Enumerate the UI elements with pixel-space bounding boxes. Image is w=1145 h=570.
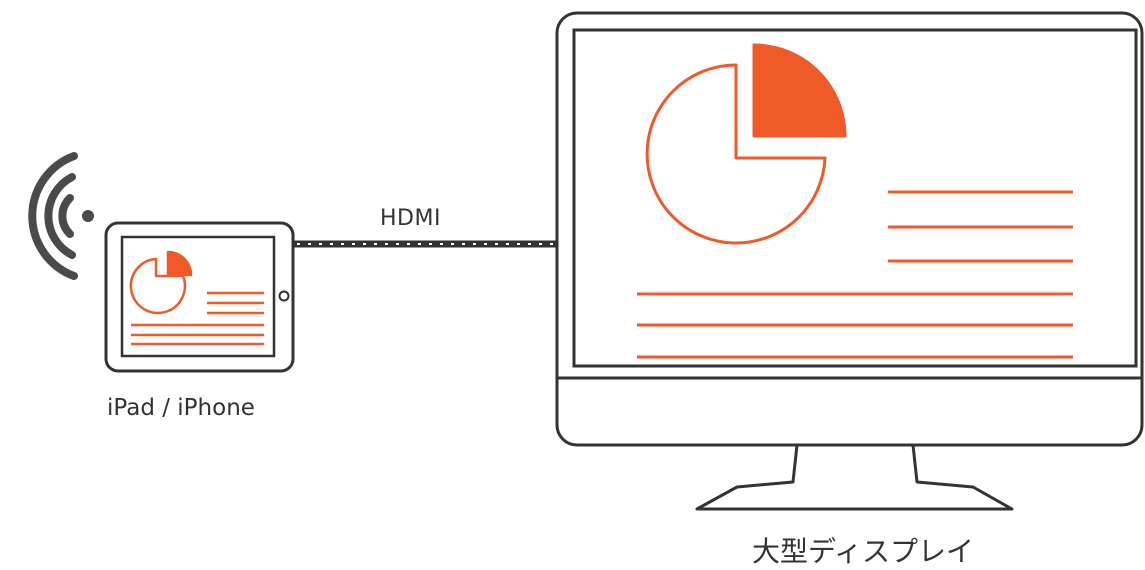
pie-chart-icon xyxy=(645,43,847,245)
tablet-icon xyxy=(104,221,295,373)
large-display-label: 大型ディスプレイ xyxy=(752,535,975,568)
pie-chart-icon xyxy=(129,250,193,315)
wireless-signal-icon xyxy=(28,152,94,280)
monitor-icon xyxy=(555,11,1144,511)
hdmi-label: HDMI xyxy=(380,206,441,231)
source-device-label: iPad / iPhone xyxy=(107,395,255,421)
